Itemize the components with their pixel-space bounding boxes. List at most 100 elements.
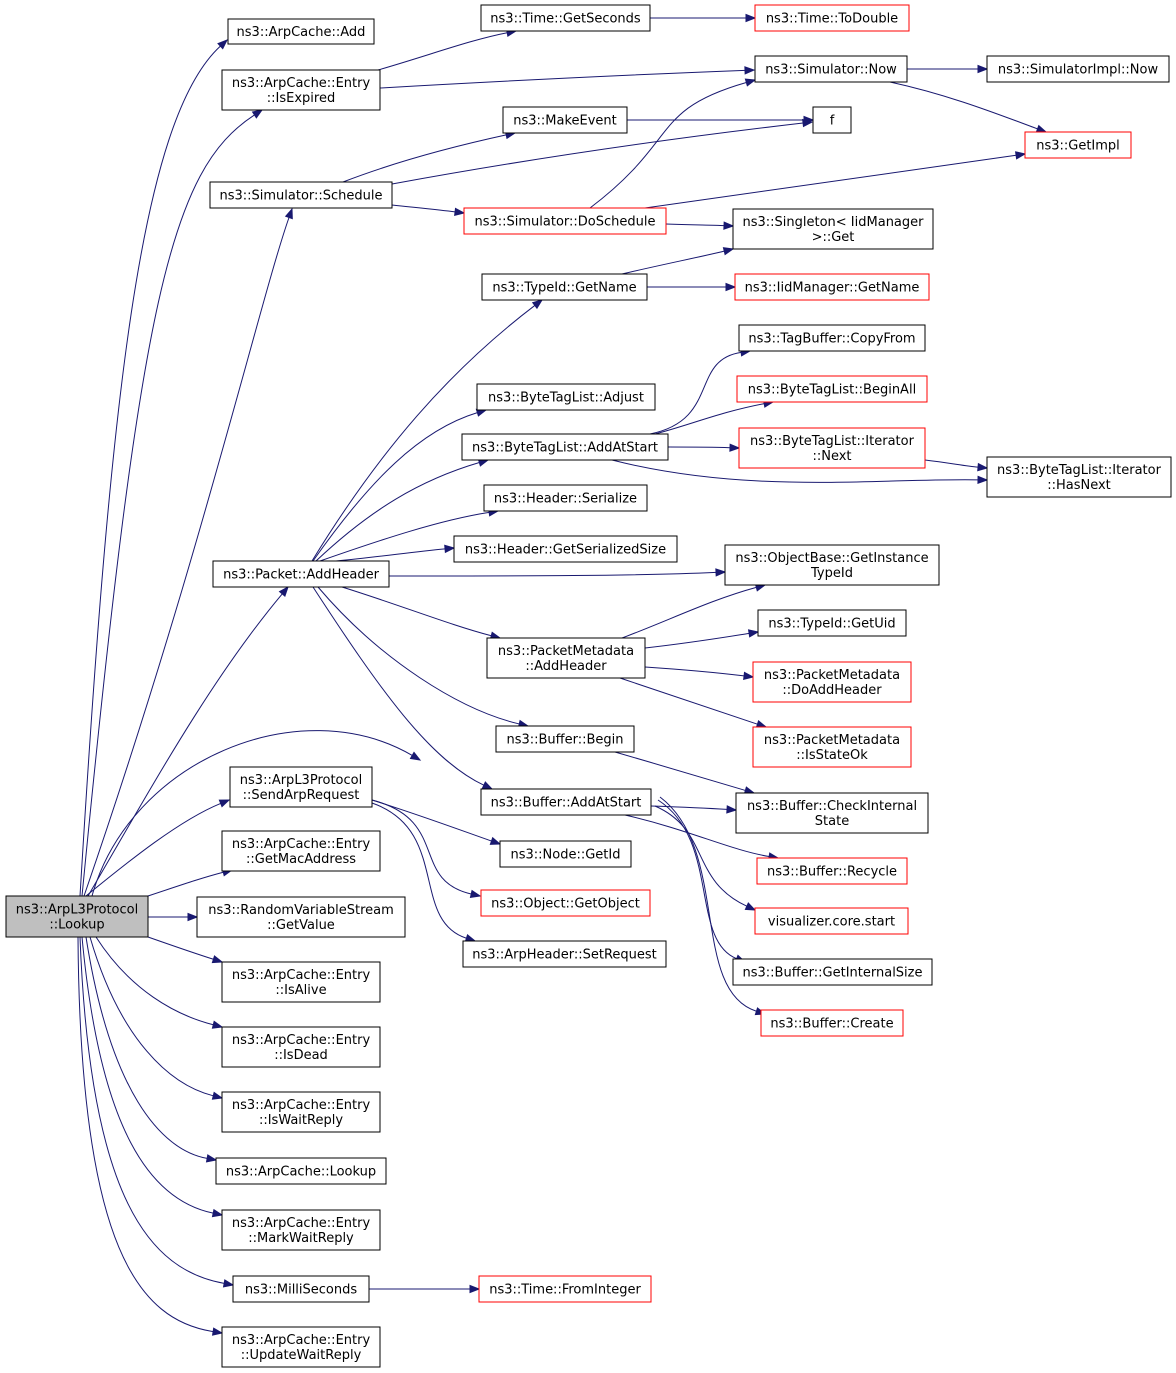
node-box xyxy=(480,788,652,816)
node-n-pm-doaddheader[interactable]: ns3::PacketMetadata::DoAddHeader xyxy=(752,661,912,703)
node-label: ns3::IidManager::GetName xyxy=(745,281,920,296)
node-n-btl-addatstart[interactable]: ns3::ByteTagList::AddAtStart xyxy=(461,433,669,461)
node-n-milliseconds[interactable]: ns3::MilliSeconds xyxy=(232,1275,370,1303)
node-label: ::Next xyxy=(812,449,851,464)
node-n-simimpl-now[interactable]: ns3::SimulatorImpl::Now xyxy=(986,55,1170,83)
node-n-pm-addheader[interactable]: ns3::PacketMetadata::AddHeader xyxy=(486,637,646,679)
node-box xyxy=(812,106,852,134)
call-edge-n_buffer_addatstart-to-n_buffer_getinternalsize xyxy=(657,799,737,960)
node-n-pm-isstateok[interactable]: ns3::PacketMetadata::IsStateOk xyxy=(752,726,912,768)
arrowhead-icon xyxy=(745,13,757,23)
node-box xyxy=(736,375,928,403)
node-box xyxy=(481,273,648,301)
node-n-rvs-getvalue[interactable]: ns3::RandomVariableStream::GetValue xyxy=(196,896,406,938)
node-n-makeevent[interactable]: ns3::MakeEvent xyxy=(502,106,628,134)
call-edge-n_entry_isexpired-to-n_sim_now xyxy=(379,69,746,89)
arrowhead-icon xyxy=(744,78,757,87)
node-n-btl-adjust[interactable]: ns3::ByteTagList::Adjust xyxy=(476,383,656,411)
call-edge-n_sim_doschedule-to-n_sim_now xyxy=(589,81,747,209)
node-box xyxy=(752,726,912,768)
node-label: ns3::ByteTagList::AddAtStart xyxy=(472,441,658,456)
node-n-typeid-getuid[interactable]: ns3::TypeId::GetUid xyxy=(757,609,907,637)
node-n-getimpl[interactable]: ns3::GetImpl xyxy=(1024,131,1132,159)
node-box xyxy=(453,535,678,563)
node-label: ns3::PacketMetadata xyxy=(764,668,900,683)
node-n-time-todouble[interactable]: ns3::Time::ToDouble xyxy=(754,4,910,32)
node-n-entry-markwaitreply[interactable]: ns3::ArpCache::Entry::MarkWaitReply xyxy=(221,1209,381,1251)
node-box xyxy=(221,1326,381,1368)
call-edge-n_sim_doschedule-to-n_singleton_get xyxy=(665,223,725,227)
node-n-sim-doschedule[interactable]: ns3::Simulator::DoSchedule xyxy=(463,207,667,235)
node-n-f[interactable]: f xyxy=(812,106,852,134)
node-box xyxy=(462,940,667,968)
node-box xyxy=(754,907,909,935)
node-n-iidmgr-getname[interactable]: ns3::IidManager::GetName xyxy=(734,273,930,301)
node-n-node-getid[interactable]: ns3::Node::GetId xyxy=(499,840,632,868)
node-label: ns3::Buffer::Begin xyxy=(506,733,623,748)
arrowhead-icon xyxy=(218,799,231,808)
node-box xyxy=(502,106,628,134)
arrowhead-icon xyxy=(278,585,289,597)
node-label: ns3::ByteTagList::Iterator xyxy=(997,463,1162,478)
call-edge-n_entry_isexpired-to-n_time_getseconds xyxy=(377,32,508,71)
node-label: ns3::ArpCache::Lookup xyxy=(226,1165,376,1180)
node-box xyxy=(754,55,908,83)
node-label: ns3::Simulator::DoSchedule xyxy=(474,215,655,230)
node-n-entry-getmac[interactable]: ns3::ArpCache::Entry::GetMacAddress xyxy=(221,830,381,872)
node-n-entry-isdead[interactable]: ns3::ArpCache::Entry::IsDead xyxy=(221,1026,381,1068)
node-n-time-frominteger[interactable]: ns3::Time::FromInteger xyxy=(478,1275,652,1303)
node-n-packet-addheader[interactable]: ns3::Packet::AddHeader xyxy=(212,560,390,588)
node-n-buffer-addatstart[interactable]: ns3::Buffer::AddAtStart xyxy=(480,788,652,816)
arrowhead-icon xyxy=(469,1284,481,1294)
node-n-cache-add[interactable]: ns3::ArpCache::Add xyxy=(227,18,375,45)
node-box xyxy=(463,207,667,235)
node-label: ns3::ArpCache::Entry xyxy=(232,1333,371,1348)
call-edge-n_typeid_getname-to-n_singleton_get xyxy=(621,250,725,275)
node-n-cache-lookup[interactable]: ns3::ArpCache::Lookup xyxy=(215,1157,387,1185)
node-box xyxy=(486,637,646,679)
node-n-entry-iswaitreply[interactable]: ns3::ArpCache::Entry::IsWaitReply xyxy=(221,1091,381,1133)
node-label: ns3::ArpHeader::SetRequest xyxy=(472,948,657,963)
call-edge-n_btl_addatstart-to-n_btl_beginall xyxy=(654,403,765,435)
node-box xyxy=(221,830,381,872)
node-label: ns3::ArpCache::Entry xyxy=(232,1216,371,1231)
node-n-time-getseconds[interactable]: ns3::Time::GetSeconds xyxy=(480,4,651,32)
node-label: ns3::TypeId::GetName xyxy=(492,281,636,296)
node-n-btl-iter-hasnext[interactable]: ns3::ByteTagList::Iterator::HasNext xyxy=(986,456,1172,498)
node-box xyxy=(221,1209,381,1251)
node-n-entry-isexpired[interactable]: ns3::ArpCache::Entry::IsExpired xyxy=(221,69,381,111)
node-n-entry-updatewaitreply[interactable]: ns3::ArpCache::Entry::UpdateWaitReply xyxy=(221,1326,381,1368)
node-n-buffer-create[interactable]: ns3::Buffer::Create xyxy=(760,1009,904,1037)
node-label: ns3::ByteTagList::Iterator xyxy=(750,434,915,449)
node-label: ::GetMacAddress xyxy=(246,852,356,867)
node-label: ns3::ArpCache::Entry xyxy=(232,837,371,852)
node-n-typeid-getname[interactable]: ns3::TypeId::GetName xyxy=(481,273,648,301)
node-label: ns3::Header::GetSerializedSize xyxy=(465,543,666,558)
node-n-header-getsersize[interactable]: ns3::Header::GetSerializedSize xyxy=(453,535,678,563)
node-n-buffer-getinternalsize[interactable]: ns3::Buffer::GetInternalSize xyxy=(732,958,933,986)
node-n-arpheader-setrequest[interactable]: ns3::ArpHeader::SetRequest xyxy=(462,940,667,968)
node-n-sim-schedule[interactable]: ns3::Simulator::Schedule xyxy=(209,181,393,209)
arrowhead-icon xyxy=(715,568,727,577)
node-label: ns3::Simulator::Now xyxy=(765,63,897,78)
call-edge-root-to-n_entry_markwaitreply xyxy=(81,936,214,1214)
node-box xyxy=(212,560,390,588)
node-n-singleton-get[interactable]: ns3::Singleton< IidManager >::Get xyxy=(732,208,934,250)
call-edge-n_sendarprequest-to-n_arpheader_setrequest xyxy=(371,802,467,939)
node-n-sim-now[interactable]: ns3::Simulator::Now xyxy=(754,55,908,83)
node-n-sendarprequest[interactable]: ns3::ArpL3Protocol::SendArpRequest xyxy=(229,766,373,808)
node-n-viz-start[interactable]: visualizer.core.start xyxy=(754,907,909,935)
node-n-header-serialize[interactable]: ns3::Header::Serialize xyxy=(483,484,648,512)
arrowhead-icon xyxy=(803,115,815,125)
node-n-buffer-recycle[interactable]: ns3::Buffer::Recycle xyxy=(756,857,908,885)
node-n-entry-isalive[interactable]: ns3::ArpCache::Entry::IsAlive xyxy=(221,961,381,1003)
node-n-object-getobject[interactable]: ns3::Object::GetObject xyxy=(480,889,651,917)
node-n-buffer-begin[interactable]: ns3::Buffer::Begin xyxy=(495,725,635,753)
node-label: ns3::MakeEvent xyxy=(513,114,617,129)
node-n-btl-iter-next[interactable]: ns3::ByteTagList::Iterator::Next xyxy=(738,427,926,469)
node-n-tagbuffer-copyfrom[interactable]: ns3::TagBuffer::CopyFrom xyxy=(738,324,926,352)
node-n-btl-beginall[interactable]: ns3::ByteTagList::BeginAll xyxy=(736,375,928,403)
node-label: ns3::ArpCache::Add xyxy=(237,25,366,40)
